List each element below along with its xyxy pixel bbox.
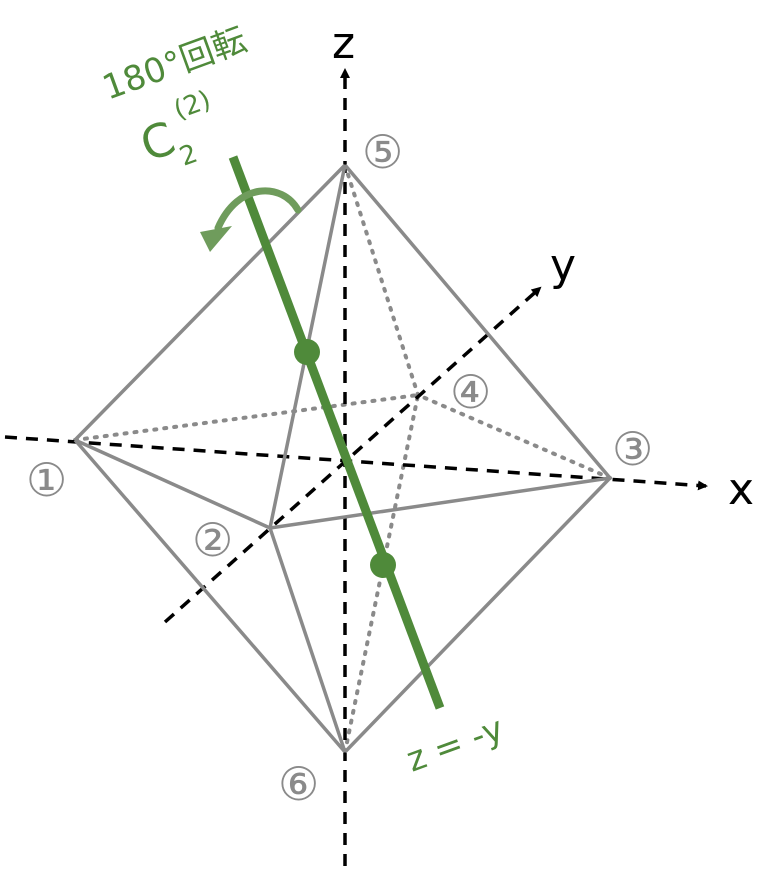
rotation-symbol: C2 (2) xyxy=(130,85,231,184)
edge-5-4 xyxy=(343,163,420,397)
edge-3-4 xyxy=(416,393,612,480)
y-axis-line xyxy=(163,286,542,624)
visible-edges xyxy=(73,163,612,754)
edge-2-6 xyxy=(268,527,347,753)
rotation-axis-equation: z = -y xyxy=(401,709,508,781)
vertex-label-1: ① xyxy=(26,453,67,507)
y-axis-label: y xyxy=(550,240,576,291)
axis-point-lower xyxy=(370,552,396,578)
edge-1-2 xyxy=(74,438,271,530)
x-axis-label: x xyxy=(728,464,754,515)
edge-6-1 xyxy=(73,438,347,754)
rotation-arrow-icon xyxy=(200,187,302,252)
z-axis-label: z xyxy=(332,18,355,69)
rotation-axis-line xyxy=(228,155,445,710)
edge-1-5 xyxy=(73,163,347,442)
coordinate-axes xyxy=(4,68,708,866)
edge-1-4 xyxy=(73,393,420,442)
rotation-symbol-sub: 2 xyxy=(176,139,202,173)
vertex-label-2: ② xyxy=(192,513,233,567)
vertex-label-5: ⑤ xyxy=(362,125,403,179)
rotation-symbol-base: C xyxy=(133,111,182,173)
vertex-label-3: ③ xyxy=(612,422,653,476)
axis-point-upper xyxy=(294,339,320,365)
edge-2-3 xyxy=(269,476,611,530)
vertex-label-6: ⑥ xyxy=(278,757,319,811)
edge-3-6 xyxy=(343,476,612,754)
rotation-symbol-sup: (2) xyxy=(170,85,215,126)
vertex-label-4: ④ xyxy=(450,365,491,419)
edge-5-3 xyxy=(343,163,612,480)
rotation-axis xyxy=(228,155,445,710)
